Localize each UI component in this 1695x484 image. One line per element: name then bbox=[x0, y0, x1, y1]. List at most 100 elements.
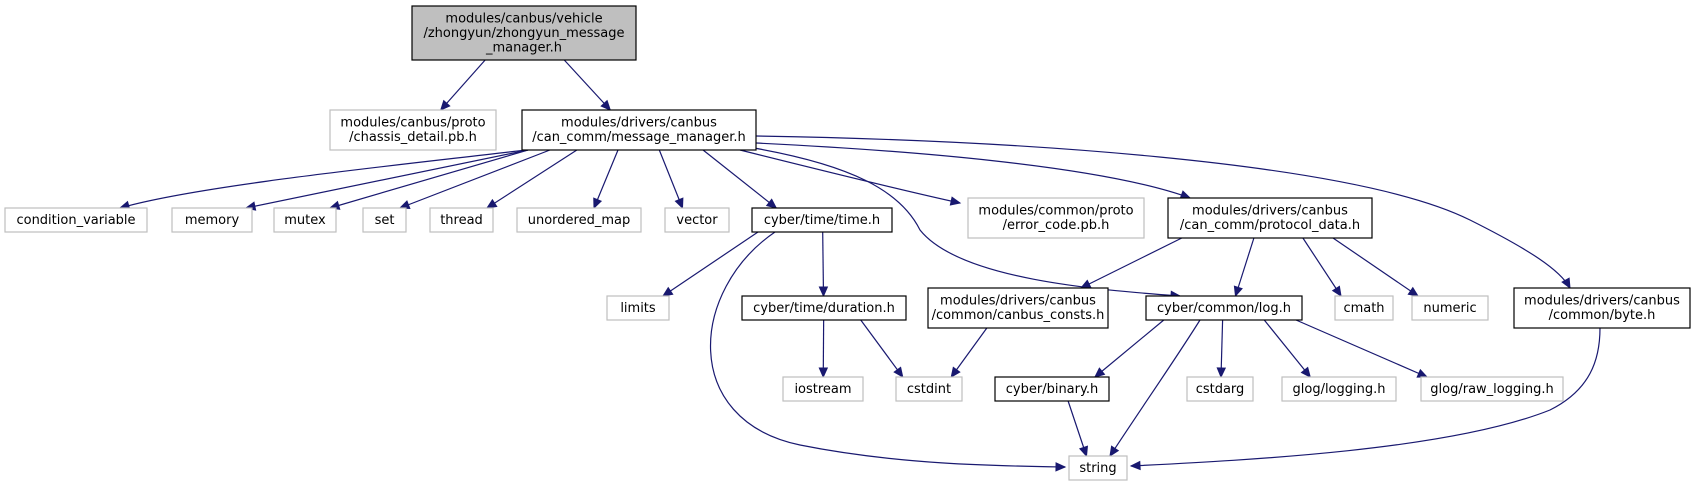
edge-line bbox=[1332, 237, 1419, 297]
node-box bbox=[994, 376, 1110, 402]
node-box bbox=[1411, 295, 1489, 321]
edge-arrowhead bbox=[674, 197, 684, 210]
edge-line bbox=[1094, 319, 1165, 378]
edge-arrowhead bbox=[1109, 445, 1120, 458]
edge-msgmgr-to-byte bbox=[755, 135, 1571, 290]
node-label-line: cmath bbox=[1343, 301, 1384, 316]
edge-line bbox=[709, 231, 1066, 468]
edge-msgmgr-to-condvar bbox=[118, 149, 527, 210]
node-condvar: condition_variable bbox=[4, 207, 148, 233]
edge-line bbox=[119, 149, 527, 209]
edge-arrowhead bbox=[1233, 285, 1243, 298]
node-label-line: cyber/common/log.h bbox=[1157, 301, 1291, 316]
edge-arrowhead bbox=[950, 366, 961, 378]
edge-msgmgr-to-vector bbox=[658, 149, 684, 210]
edge-arrowhead bbox=[1216, 367, 1227, 379]
node-cstdint: cstdint bbox=[895, 376, 963, 402]
edge-log-to-glog bbox=[1263, 319, 1312, 378]
node-box bbox=[927, 287, 1109, 329]
edge-root-to-chassis bbox=[439, 59, 486, 111]
edge-arrowhead bbox=[439, 99, 451, 111]
edge-arrowhead bbox=[1407, 286, 1420, 297]
edge-arrowhead bbox=[1561, 277, 1571, 290]
node-label-line: unordered_map bbox=[528, 213, 631, 228]
edge-arrowhead bbox=[1078, 445, 1089, 458]
node-duration[interactable]: cyber/time/duration.h bbox=[741, 295, 907, 321]
node-label-line: /zhongyun/zhongyun_message bbox=[423, 26, 624, 41]
edge-consts-to-cstdint bbox=[950, 327, 988, 378]
node-log[interactable]: cyber/common/log.h bbox=[1145, 295, 1303, 321]
node-box bbox=[1281, 376, 1397, 402]
edge-msgmgr-to-umap bbox=[593, 149, 619, 210]
node-label-line: memory bbox=[185, 213, 240, 228]
node-box bbox=[751, 207, 893, 233]
edge-protodata-to-consts bbox=[1079, 237, 1183, 289]
node-box bbox=[429, 207, 494, 233]
edge-arrowhead bbox=[485, 198, 498, 209]
node-consts[interactable]: modules/drivers/canbus/common/canbus_con… bbox=[927, 287, 1109, 329]
edge-line bbox=[1220, 319, 1224, 378]
edge-log-to-cstdarg bbox=[1216, 319, 1227, 379]
edge-line bbox=[1130, 327, 1601, 467]
edge-arrowhead bbox=[1416, 368, 1429, 378]
node-cmath: cmath bbox=[1334, 295, 1394, 321]
node-box bbox=[895, 376, 963, 402]
edge-msgmgr-to-set bbox=[398, 149, 551, 210]
node-glog: glog/logging.h bbox=[1281, 376, 1397, 402]
node-box bbox=[171, 207, 253, 233]
node-mutex: mutex bbox=[273, 207, 337, 233]
edge-line bbox=[1234, 237, 1255, 297]
node-binary[interactable]: cyber/binary.h bbox=[994, 376, 1110, 402]
edge-arrowhead bbox=[593, 197, 603, 210]
edge-protodata-to-cmath bbox=[1302, 237, 1342, 298]
edge-line bbox=[1302, 237, 1342, 297]
node-numeric: numeric bbox=[1411, 295, 1489, 321]
edge-log-to-string bbox=[1109, 319, 1201, 458]
edge-line bbox=[1295, 319, 1428, 378]
node-limits: limits bbox=[606, 295, 670, 321]
node-label-line: /can_comm/protocol_data.h bbox=[1180, 218, 1360, 233]
node-label-line: modules/canbus/vehicle bbox=[445, 11, 602, 26]
node-thread: thread bbox=[429, 207, 494, 233]
node-label-line: cstdint bbox=[907, 382, 951, 397]
edge-log-to-glograw bbox=[1295, 319, 1429, 378]
node-byte[interactable]: modules/drivers/canbus/common/byte.h bbox=[1513, 287, 1691, 329]
node-label-line: cyber/time/time.h bbox=[764, 213, 880, 228]
edge-protodata-to-log bbox=[1233, 237, 1255, 298]
node-box bbox=[273, 207, 337, 233]
node-cstdarg: cstdarg bbox=[1186, 376, 1254, 402]
node-label-line: modules/drivers/canbus bbox=[1192, 204, 1348, 219]
node-box bbox=[664, 207, 730, 233]
edge-binary-to-string bbox=[1067, 400, 1089, 458]
edge-msgmgr-to-thread bbox=[485, 149, 578, 209]
edge-line bbox=[702, 149, 777, 209]
node-box bbox=[606, 295, 670, 321]
edge-msgmgr-to-errcode bbox=[739, 149, 962, 206]
node-label-line: modules/drivers/canbus bbox=[1524, 294, 1680, 309]
node-label-line: iostream bbox=[794, 382, 851, 397]
node-label-line: modules/drivers/canbus bbox=[561, 116, 717, 131]
node-root[interactable]: modules/canbus/vehicle/zhongyun/zhongyun… bbox=[411, 5, 637, 61]
node-string: string bbox=[1068, 455, 1128, 481]
edge-arrowhead bbox=[818, 286, 829, 298]
edge-line bbox=[658, 149, 684, 209]
node-box bbox=[521, 109, 757, 151]
node-label-line: /error_code.pb.h bbox=[1003, 218, 1110, 233]
node-time[interactable]: cyber/time/time.h bbox=[751, 207, 893, 233]
edge-arrowhead bbox=[765, 198, 778, 209]
edge-arrowhead bbox=[600, 99, 612, 111]
node-vector: vector bbox=[664, 207, 730, 233]
edge-line bbox=[399, 149, 551, 209]
edge-byte-to-string bbox=[1129, 327, 1601, 471]
edge-time-to-string bbox=[709, 231, 1067, 472]
edge-msgmgr-to-protodata bbox=[755, 142, 1192, 200]
node-msgmgr[interactable]: modules/drivers/canbus/can_comm/message_… bbox=[521, 109, 757, 151]
node-box bbox=[967, 197, 1145, 239]
node-label-line: glog/raw_logging.h bbox=[1430, 382, 1553, 397]
edge-line bbox=[950, 327, 988, 378]
node-protodata[interactable]: modules/drivers/canbus/can_comm/protocol… bbox=[1167, 197, 1373, 239]
edges-layer bbox=[118, 59, 1601, 472]
node-umap: unordered_map bbox=[516, 207, 642, 233]
edge-line bbox=[1067, 400, 1088, 457]
